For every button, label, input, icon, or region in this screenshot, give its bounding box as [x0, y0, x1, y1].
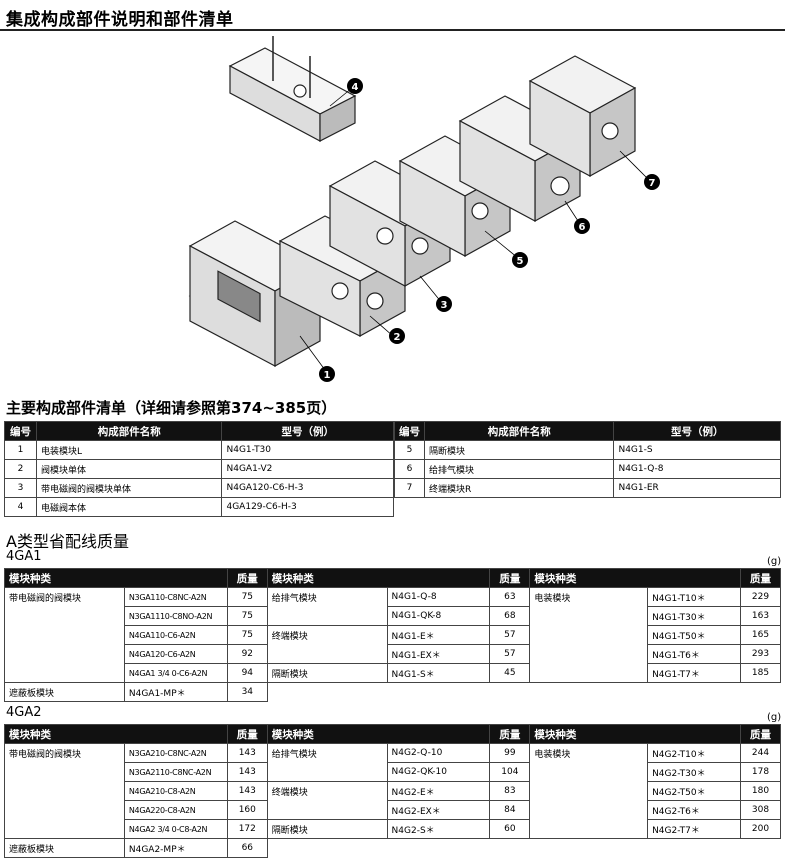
unit-label: (g): [767, 556, 782, 567]
callout-5-label: 5: [517, 256, 524, 267]
parts-heading: 主要构成部件清单（详细请参照第374~385页）: [6, 399, 337, 417]
callout-4: [347, 78, 363, 94]
manifold-illustration: 1 2 3 4 5 6 7: [188, 36, 660, 382]
weights-table-4ga2: 模块种类质量 模块种类质量 模块种类质量 带电磁阀的阀模块 N3GA210-C8…: [4, 724, 782, 858]
callout-4-label: 4: [352, 82, 359, 93]
callout-5: [512, 252, 528, 268]
page-title: 集成构成部件说明和部件清单: [6, 10, 234, 30]
unit-label-2: (g): [767, 712, 782, 723]
callout-7-label: 7: [649, 178, 656, 189]
callout-7: [644, 174, 660, 190]
series-4ga2-label: 4GA2: [6, 705, 42, 720]
callout-6: [574, 218, 590, 234]
weights-table-4ga1: 模块种类质量 模块种类质量 模块种类质量 带电磁阀的阀模块 N3GA110-C8…: [4, 568, 782, 702]
title-divider: [0, 29, 785, 31]
callout-3: [436, 296, 452, 312]
weights-heading: A类型省配线质量: [6, 532, 129, 551]
callout-1: [319, 366, 335, 382]
callout-1-label: 1: [324, 370, 331, 381]
col-model: 型号（例）: [221, 421, 394, 441]
callout-6-label: 6: [579, 222, 586, 233]
col-name: 构成部件名称: [35, 421, 223, 441]
series-4ga1-label: 4GA1: [6, 549, 42, 564]
callout-2-label: 2: [394, 332, 401, 343]
col-no: 编号: [4, 421, 37, 441]
callout-3-label: 3: [441, 300, 448, 311]
callout-2: [389, 328, 405, 344]
